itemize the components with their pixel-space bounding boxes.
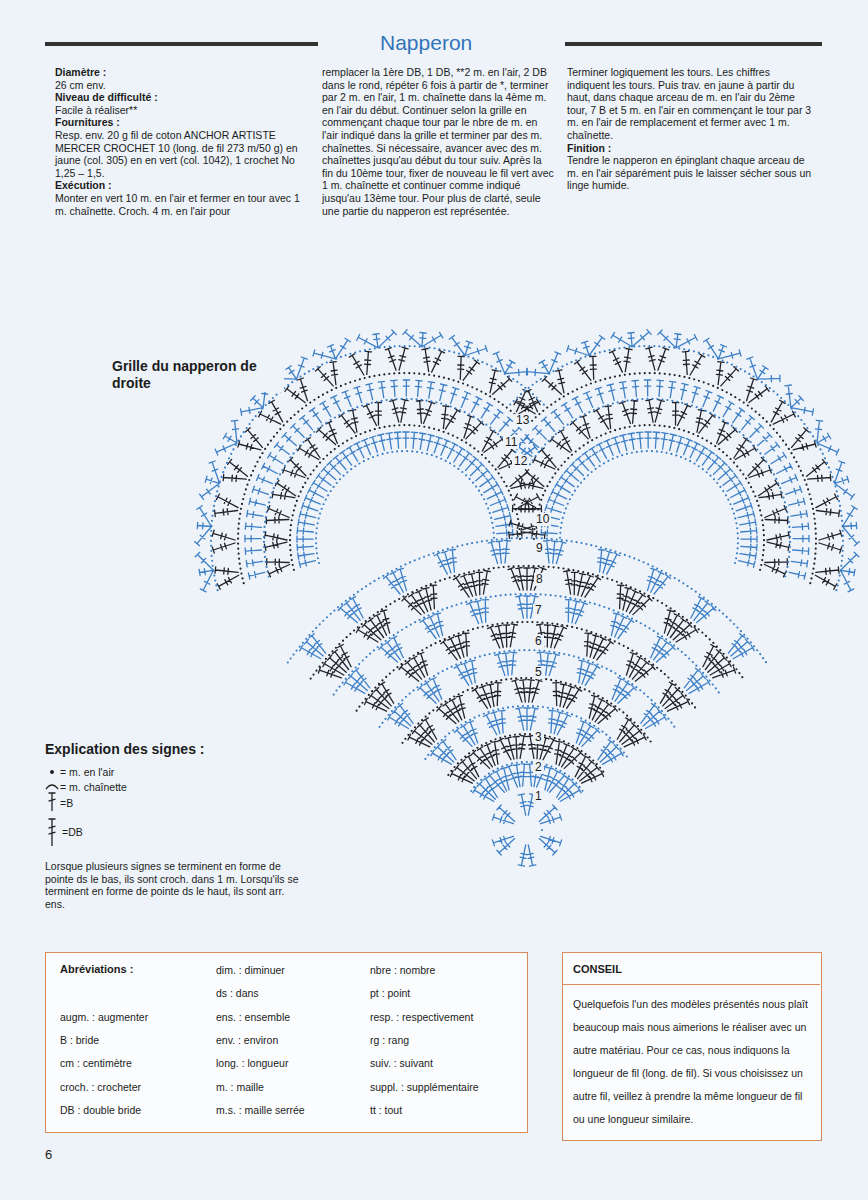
body-text: Facile à réaliser**	[55, 104, 305, 117]
treble-symbol	[49, 793, 56, 811]
legend-text: =DB	[62, 826, 83, 839]
body-text: Finition :	[567, 142, 812, 155]
chain-arc	[288, 538, 766, 663]
slip-stitch-symbol	[46, 785, 58, 789]
box-text: ens. : ensemble	[216, 1011, 290, 1024]
chain-arc	[357, 622, 698, 711]
double-treble-stitches	[365, 624, 690, 711]
label: 6	[45, 1147, 52, 1162]
box-text: resp. : respectivement	[370, 1011, 473, 1024]
box-heading: Abréviations :	[60, 963, 133, 976]
chain-arc	[529, 373, 816, 583]
round-number: 3	[533, 731, 544, 744]
crochet-chart	[195, 330, 860, 867]
round-number: 9	[534, 542, 545, 555]
chain-arc	[238, 373, 525, 583]
double-treble-stitches	[344, 596, 710, 694]
round-number: 12	[512, 455, 529, 468]
double-treble-stitches	[318, 567, 735, 678]
double-treble-stitches	[388, 652, 667, 728]
separator-line	[563, 984, 820, 985]
body-text: Resp. env. 20 g fil de coton ANCHOR ARTI…	[55, 129, 305, 179]
shell-stitches	[527, 330, 860, 592]
double-treble-stitches	[492, 794, 561, 866]
box-text: suiv. : suivant	[370, 1057, 433, 1070]
body-text: Diamètre :	[55, 66, 305, 79]
legend-text: = m. chaînette	[60, 781, 127, 794]
chain-arc	[510, 346, 843, 590]
box-text: dim. : diminuer	[216, 964, 285, 977]
box-text: cm : centimètre	[60, 1057, 132, 1070]
text-column: Terminer logiquement les tours. Les chif…	[567, 66, 812, 192]
box-text: Quelquefois l'un des modèles présentés n…	[573, 993, 811, 1131]
body-text: Monter en vert 10 m. en l'air et fermer …	[55, 192, 305, 217]
stitch-row	[514, 347, 842, 589]
box-text: env. : environ	[216, 1034, 278, 1047]
box-heading: CONSEIL	[573, 963, 622, 976]
box-text: augm. : augmenter	[60, 1011, 148, 1024]
chain-arc	[290, 425, 520, 570]
box-text: B : bride	[60, 1034, 99, 1047]
chain-symbol	[50, 770, 54, 774]
chain-arc	[403, 678, 652, 743]
label: Explication des signes :	[45, 741, 205, 758]
text-column: remplacer la 1ère DB, 1 DB, **2 m. en l'…	[322, 66, 555, 217]
box-text: tt : tout	[370, 1104, 402, 1117]
legend-symbols	[46, 770, 58, 846]
tip-box: CONSEIL Quelquefois l'un des modèles prés…	[562, 952, 822, 1141]
page-title: Napperon	[380, 31, 472, 55]
abbreviation-box: Abréviations : augm. : augmenter B : bride…	[45, 952, 528, 1133]
body-text: Niveau de difficulté :	[55, 91, 305, 104]
chain-arc	[311, 566, 744, 679]
body-text: Exécution :	[55, 179, 305, 192]
round-number: 1	[533, 790, 544, 803]
chain-arc	[264, 399, 525, 577]
round-number: 6	[533, 635, 544, 648]
box-text: rg : rang	[370, 1034, 409, 1047]
box-text: nbre : nombre	[370, 964, 435, 977]
stitch-row	[517, 380, 809, 579]
box-text: m. : maille	[216, 1081, 264, 1094]
box-text: ds : dans	[216, 987, 259, 1000]
box-text: suppl. : supplémentaire	[370, 1081, 479, 1094]
body-text: Tendre le napperon en épinglant chaque a…	[567, 154, 812, 192]
chain-arc	[530, 399, 791, 577]
round-number: 7	[533, 604, 544, 617]
round-number: 2	[533, 761, 544, 774]
label: Lorsque plusieurs signes se terminent en…	[45, 860, 307, 910]
box-text: pt : point	[370, 987, 410, 1000]
body-text: remplacer la 1ère DB, 1 DB, **2 m. en l'…	[322, 66, 555, 217]
double-treble-stitches	[473, 764, 581, 802]
stitch-row	[245, 380, 537, 579]
legend-text: = m. en l'air	[60, 766, 114, 779]
box-text: m.s. : maille serrée	[216, 1104, 305, 1117]
header-rule	[45, 42, 318, 46]
header-rule	[565, 42, 822, 46]
box-text: croch. : crocheter	[60, 1081, 141, 1094]
chain-arc	[334, 594, 721, 695]
round-number: 8	[534, 573, 545, 586]
label: Grille du napperon de droite	[110, 358, 284, 392]
right-lobe	[509, 330, 860, 592]
text-column: Diamètre :26 cm env.Niveau de difficulté…	[55, 66, 305, 217]
double-treble-stitches	[300, 540, 754, 658]
body-text: Fournitures :	[55, 116, 305, 129]
body-text: 26 cm env.	[55, 79, 305, 92]
round-number: 10	[534, 513, 551, 526]
double-treble-symbol	[49, 819, 56, 846]
double-treble-stitches	[408, 680, 646, 747]
stitch-row	[297, 432, 513, 567]
round-number: 11	[503, 436, 519, 449]
chain-arc	[560, 451, 738, 563]
stitch-row	[541, 432, 757, 567]
legend-text: =B	[60, 797, 73, 810]
round-number: 5	[533, 666, 544, 679]
round-number: 13	[514, 414, 531, 427]
body-text: Terminer logiquement les tours. Les chif…	[567, 66, 812, 142]
chain-arc	[534, 425, 764, 570]
chain-arc	[316, 451, 494, 563]
chain-arc	[425, 706, 628, 759]
box-text: DB : double bride	[60, 1104, 141, 1117]
box-text: long. : longueur	[216, 1057, 288, 1070]
